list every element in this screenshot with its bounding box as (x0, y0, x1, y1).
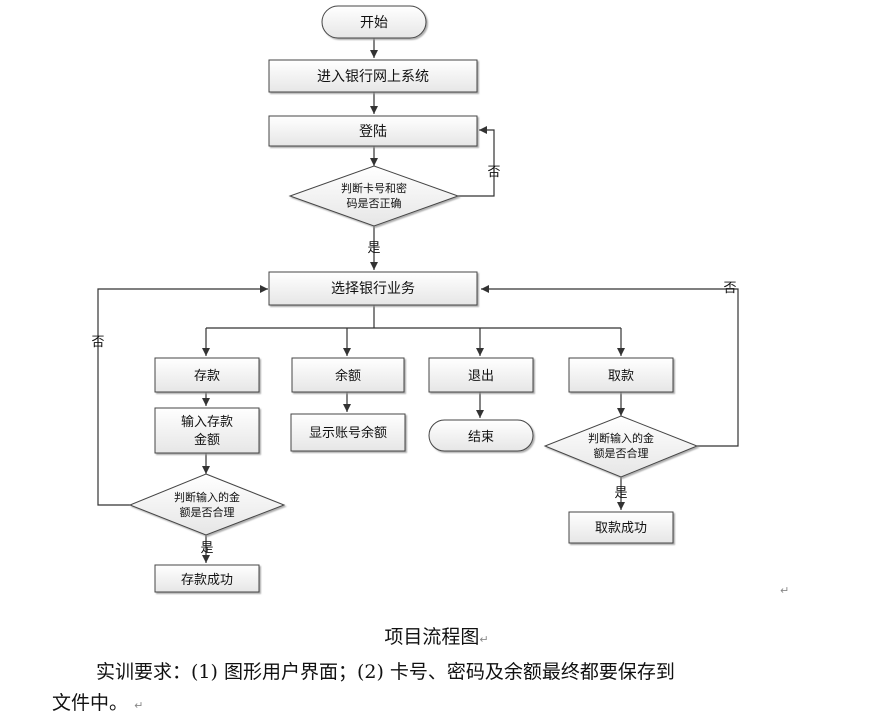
end-terminal (428, 419, 534, 452)
deposit-box (154, 357, 260, 393)
start-terminal (321, 5, 427, 39)
select-service-label: 选择银行业务 (331, 281, 415, 297)
edge-label-withdraw-no: 否 (723, 281, 736, 296)
exit-label: 退出 (468, 369, 494, 384)
login-box (268, 115, 478, 147)
deposit-success-label: 存款成功 (181, 573, 233, 588)
edge-check-login-no (458, 126, 495, 197)
withdraw-box (568, 357, 674, 393)
figure-caption: 项目流程图↵ (0, 622, 873, 649)
balance-box (291, 357, 405, 393)
exit-box (428, 357, 534, 393)
requirement-line-1: 实训要求：(1) 图形用户界面；(2) 卡号、密码及余额最终都要保存到 (96, 661, 675, 683)
edge-label-login-no: 否 (487, 165, 500, 180)
flowchart: 开始 进入银行网上系统 登陆 判断卡号和密 码是否正确 选择银行业务 存款 余额… (91, 5, 739, 593)
end-label: 结束 (468, 430, 494, 445)
requirement-paragraph-mark: ↵ (134, 699, 144, 712)
edge-label-deposit-no: 否 (91, 335, 104, 350)
check-withdraw-decision (543, 415, 699, 478)
balance-label: 余额 (335, 368, 361, 384)
paragraph-mark: ↵ (780, 584, 790, 597)
check-withdraw-label-2: 额是否合理 (594, 446, 649, 460)
caption-paragraph-mark: ↵ (479, 633, 489, 646)
caption-text: 项目流程图 (384, 626, 480, 648)
check-deposit-label-1: 判断输入的金 (174, 490, 240, 504)
deposit-success-box (154, 564, 260, 593)
withdraw-success-box (568, 511, 674, 544)
edge-label-deposit-yes: 是 (200, 541, 213, 556)
edge-deposit-no (97, 285, 268, 506)
edge-label-login-yes: 是 (367, 241, 380, 256)
input-deposit-box (154, 407, 260, 454)
show-balance-label: 显示账号余额 (309, 425, 387, 441)
select-service-box (268, 271, 478, 306)
enter-system-label: 进入银行网上系统 (317, 69, 429, 85)
check-card-label-1: 判断卡号和密 (341, 181, 407, 195)
withdraw-success-label: 取款成功 (595, 521, 647, 536)
withdraw-label: 取款 (608, 369, 634, 384)
show-balance-box (290, 413, 406, 452)
deposit-label: 存款 (194, 369, 220, 384)
enter-system-box (268, 59, 478, 93)
requirement-line-2-text: 文件中。 (52, 692, 129, 714)
edge-withdraw-no (481, 285, 739, 447)
check-withdraw-label-1: 判断输入的金 (588, 431, 654, 445)
check-deposit-decision (128, 473, 286, 536)
input-deposit-label-2: 金额 (194, 432, 220, 448)
check-card-label-2: 码是否正确 (347, 197, 402, 210)
requirement-line-2: 文件中。 ↵ (52, 688, 143, 715)
start-label: 开始 (360, 15, 388, 31)
check-deposit-label-2: 额是否合理 (180, 505, 235, 519)
check-card-decision (288, 165, 460, 227)
edge-label-withdraw-yes: 是 (614, 486, 627, 501)
input-deposit-label-1: 输入存款 (181, 414, 233, 430)
login-label: 登陆 (359, 124, 387, 140)
